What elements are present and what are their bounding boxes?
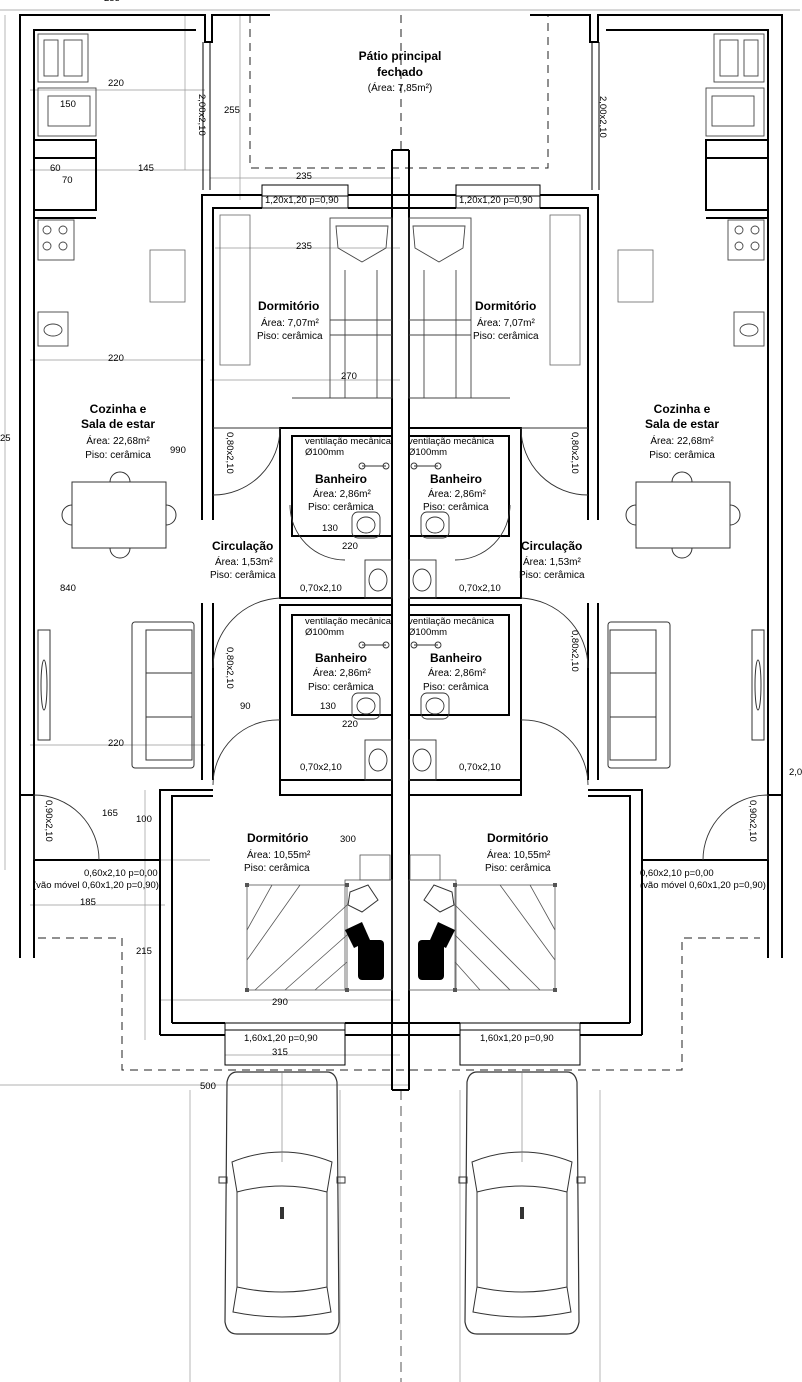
door-bath2-left-label: 0,70x2,10: [300, 762, 342, 773]
patio-name-line2: fechado: [376, 65, 423, 79]
dorm-bot-right-name: Dormitório: [487, 831, 549, 845]
window-bot-right-label: 1,60x1,20 p=0,90: [480, 1033, 554, 1044]
dim-220-living: 220: [108, 738, 124, 749]
dorm-top-left-area: Área: 7,07m²: [261, 318, 319, 329]
dim-220-kitchen-top: 220: [108, 78, 124, 89]
bath2-left-area: Área: 2,86m²: [313, 668, 371, 679]
bath1-right-diam: Ø100mm: [408, 447, 448, 458]
door-front-left-label: 0,90x2,10: [43, 800, 54, 842]
bath2-left-vent: ventilação mecânica: [305, 616, 392, 627]
dim-990: 990: [170, 445, 186, 456]
door-bath1-right-label: 0,70x2,10: [459, 583, 501, 594]
dim-165: 165: [102, 808, 118, 819]
bath1-left-name: Banheiro: [315, 472, 368, 486]
window-top-right-label: 1,20x1,20 p=0,90: [459, 195, 533, 206]
vao-left-line1: 0,60x2,10 p=0,00: [84, 868, 158, 879]
dorm-top-right-name: Dormitório: [475, 299, 537, 313]
dim-270: 270: [341, 371, 357, 382]
dorm-top-right-area: Área: 7,07m²: [477, 318, 535, 329]
kitchen-right-name-line2: Sala de estar: [644, 417, 720, 431]
kitchen-right-floor: Piso: cerâmica: [649, 450, 715, 461]
dorm-top-left-floor: Piso: cerâmica: [257, 331, 323, 342]
window-bot-left-label: 1,60x1,20 p=0,90: [244, 1033, 318, 1044]
dim-215: 215: [136, 946, 152, 957]
bath1-left-floor: Piso: cerâmica: [308, 502, 374, 513]
bath1-right-floor: Piso: cerâmica: [423, 502, 489, 513]
bath2-right-vent: ventilação mecânica: [408, 616, 495, 627]
dorm-top-left-name: Dormitório: [258, 299, 320, 313]
kitchen-left-name-line2: Sala de estar: [80, 417, 156, 431]
bath1-right-area: Área: 2,86m²: [428, 489, 486, 500]
dim-220-bath1: 220: [342, 541, 358, 552]
dim-150: 150: [60, 99, 76, 110]
bath2-left-diam: Ø100mm: [305, 627, 345, 638]
dorm-top-right-floor: Piso: cerâmica: [473, 331, 539, 342]
circ-left-name: Circulação: [212, 539, 274, 553]
window-top-left-label: 1,20x1,20 p=0,90: [265, 195, 339, 206]
dim-840: 840: [60, 583, 76, 594]
dorm-bot-left-name: Dormitório: [247, 831, 309, 845]
circ-right-name: Circulação: [521, 539, 583, 553]
bath1-right-name: Banheiro: [430, 472, 483, 486]
kitchen-left-area: Área: 22,68m²: [86, 436, 150, 447]
dim-185: 185: [80, 897, 96, 908]
bath2-left-name: Banheiro: [315, 651, 368, 665]
dorm-bot-left-floor: Piso: cerâmica: [244, 863, 310, 874]
dim-220-kitchen: 220: [108, 353, 124, 364]
door-dorm-top-right-label: 0,80x2,10: [569, 432, 580, 474]
door-front-right-label: 0,90x2,10: [747, 800, 758, 842]
bath1-right-vent: ventilação mecânica: [408, 436, 495, 447]
dim-right-edge: 2,0: [789, 767, 802, 778]
vao-left-line2: (vão móvel 0,60x1,20 p=0,90): [33, 880, 159, 891]
dim-25: 25: [0, 433, 11, 444]
circ-left-area: Área: 1,53m²: [215, 557, 273, 568]
circ-left-floor: Piso: cerâmica: [210, 570, 276, 581]
vao-right-line2: (vão móvel 0,60x1,20 p=0,90): [640, 880, 766, 891]
kitchen-right-area: Área: 22,68m²: [650, 436, 714, 447]
door-patio-left-label: 2,00x2,10: [196, 94, 207, 136]
dim-100: 100: [136, 814, 152, 825]
door-dorm-top-left-label: 0,80x2,10: [224, 432, 235, 474]
dim-500: 500: [200, 1081, 216, 1092]
dim-top-255: 255: [104, 0, 120, 5]
vao-right-line1: 0,60x2,10 p=0,00: [640, 868, 714, 879]
dim-130-b: 130: [320, 701, 336, 712]
bath1-left-vent: ventilação mecânica: [305, 436, 392, 447]
door-bath1-left-label: 0,70x2,10: [300, 583, 342, 594]
patio-name-line1: Pátio principal: [358, 49, 442, 63]
bath2-left-floor: Piso: cerâmica: [308, 682, 374, 693]
dim-235-bed: 235: [296, 241, 312, 252]
dorm-bot-left-area: Área: 10,55m²: [247, 850, 311, 861]
kitchen-left-name-line1: Cozinha e: [89, 402, 147, 416]
dim-70: 70: [62, 175, 73, 186]
door-bath2-right-label: 0,70x2,10: [459, 762, 501, 773]
dim-90: 90: [240, 701, 251, 712]
dim-145: 145: [138, 163, 154, 174]
door-dorm-bot-right-label: 0,80x2,10: [569, 630, 580, 672]
dim-235-top: 235: [296, 171, 312, 182]
circ-right-floor: Piso: cerâmica: [519, 570, 585, 581]
circ-right-area: Área: 1,53m²: [523, 557, 581, 568]
dorm-bot-right-area: Área: 10,55m²: [487, 850, 551, 861]
dorm-bot-right-floor: Piso: cerâmica: [485, 863, 551, 874]
bath1-left-diam: Ø100mm: [305, 447, 345, 458]
kitchen-left-floor: Piso: cerâmica: [85, 450, 151, 461]
dim-315: 315: [272, 1047, 288, 1058]
door-patio-right-label: 2,00x2,10: [597, 96, 608, 138]
bath2-right-diam: Ø100mm: [408, 627, 448, 638]
dim-130-a: 130: [322, 523, 338, 534]
bath1-left-area: Área: 2,86m²: [313, 489, 371, 500]
dim-300: 300: [340, 834, 356, 845]
bath2-right-name: Banheiro: [430, 651, 483, 665]
patio-area: (Área: 7,85m²): [367, 83, 433, 94]
door-dorm-bot-left-label: 0,80x2,10: [224, 647, 235, 689]
bath2-right-floor: Piso: cerâmica: [423, 682, 489, 693]
bath2-right-area: Área: 2,86m²: [428, 668, 486, 679]
kitchen-right-name-line1: Cozinha e: [653, 402, 711, 416]
dim-290: 290: [272, 997, 288, 1008]
dim-220-bath2: 220: [342, 719, 358, 730]
dim-255: 255: [224, 105, 240, 116]
dim-60: 60: [50, 163, 61, 174]
